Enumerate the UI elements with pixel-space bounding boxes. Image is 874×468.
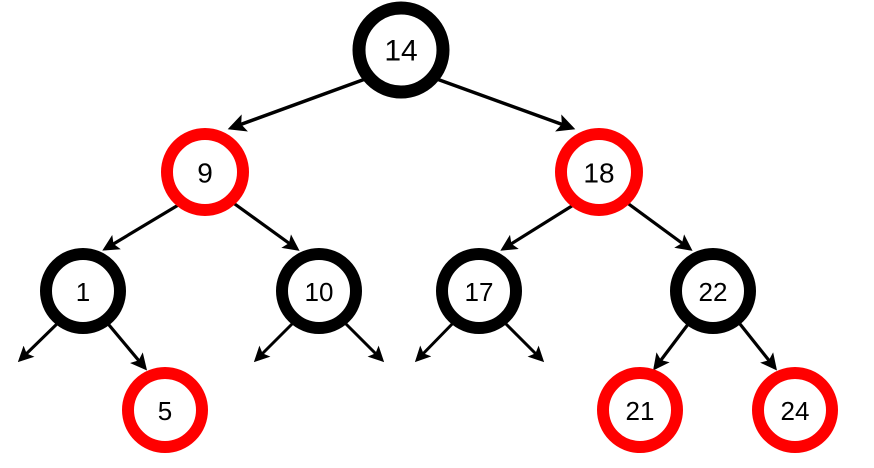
edges-layer xyxy=(102,76,777,371)
tree-edge-22-to-21 xyxy=(653,318,694,371)
nil-stubs-layer xyxy=(17,317,545,363)
tree-edge-9-to-10 xyxy=(231,200,300,251)
node-circle-1 xyxy=(40,248,126,334)
tree-node-10[interactable]: 10 xyxy=(276,248,362,334)
node-circle-22 xyxy=(670,248,756,334)
node-circle-9 xyxy=(161,128,249,216)
tree-node-1[interactable]: 1 xyxy=(40,248,126,334)
node-circle-5 xyxy=(122,367,208,453)
nodes-layer: 14 9 18 1 10 17 22 5 21 24 xyxy=(40,1,838,453)
node-circle-14 xyxy=(352,1,450,99)
tree-node-17[interactable]: 17 xyxy=(436,248,522,334)
tree-edge-9-to-1 xyxy=(102,202,181,251)
tree-node-14[interactable]: 14 xyxy=(352,1,450,99)
tree-edge-18-to-22 xyxy=(625,200,693,251)
nil-stub-nil-10-left xyxy=(253,317,299,363)
nil-stub-nil-17-right xyxy=(499,317,545,363)
tree-node-9[interactable]: 9 xyxy=(161,128,249,216)
tree-edge-1-to-5 xyxy=(102,317,148,371)
nil-stub-nil-17-left xyxy=(414,317,459,363)
tree-node-18[interactable]: 18 xyxy=(555,128,643,216)
tree-edge-14-to-9 xyxy=(227,76,369,132)
node-circle-24 xyxy=(752,367,838,453)
tree-edge-18-to-17 xyxy=(500,202,576,251)
nil-stub-nil-1-left xyxy=(17,317,64,363)
tree-edge-14-to-18 xyxy=(433,76,576,132)
node-circle-10 xyxy=(276,248,362,334)
tree-node-21[interactable]: 21 xyxy=(597,367,683,453)
tree-node-24[interactable]: 24 xyxy=(752,367,838,453)
node-circle-18 xyxy=(555,128,643,216)
node-circle-21 xyxy=(597,367,683,453)
tree-node-22[interactable]: 22 xyxy=(670,248,756,334)
nil-stub-nil-10-right xyxy=(339,317,385,363)
tree-node-5[interactable]: 5 xyxy=(122,367,208,453)
node-circle-17 xyxy=(436,248,522,334)
tree-edge-22-to-24 xyxy=(734,318,777,371)
